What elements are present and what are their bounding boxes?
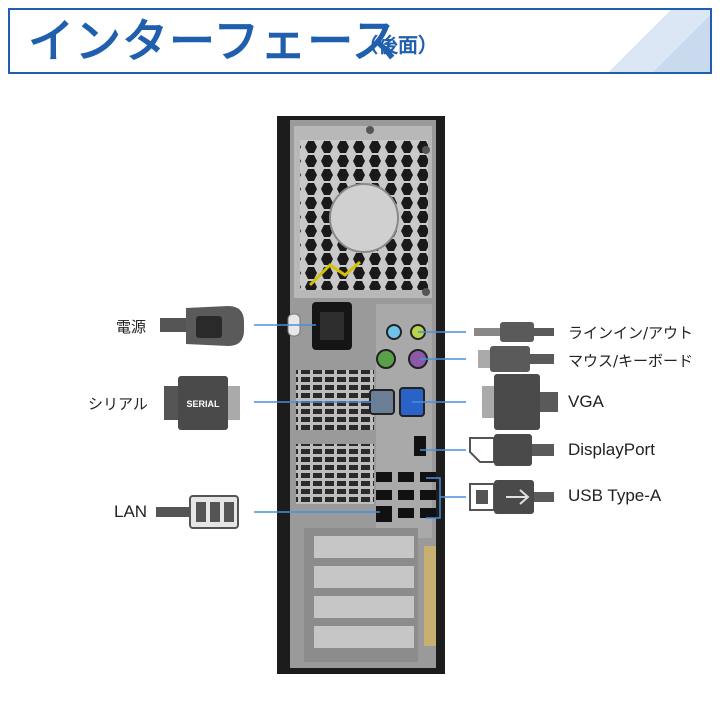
lan-port (376, 506, 392, 522)
label-usb: USB Type-A (568, 486, 662, 505)
power-plug-icon (160, 306, 244, 346)
title-decoration (600, 10, 710, 72)
serial-plug-icon: SERIAL (164, 376, 240, 430)
label-displayport: DisplayPort (568, 440, 655, 459)
ps2-mouse-port (376, 349, 396, 369)
pc-rear-panel (277, 116, 445, 674)
vga-plug-icon (482, 374, 558, 430)
label-serial: シリアル (88, 395, 148, 413)
screw (422, 288, 430, 296)
leader-lines (254, 324, 466, 519)
leader-line-usb-bracket (426, 477, 441, 519)
label-power: 電源 (116, 318, 147, 336)
cable (308, 260, 361, 287)
expansion-slots (304, 528, 436, 662)
page-title: インターフェース (28, 14, 399, 68)
title-bar: インターフェース （後面） (8, 8, 712, 74)
power-socket-inner (320, 312, 344, 340)
usb-plug-icon (469, 480, 554, 514)
label-audio: ラインイン/アウト (568, 324, 694, 342)
screw (366, 126, 374, 134)
displayport-port (414, 436, 426, 456)
psu-fan-hub (329, 183, 399, 253)
serial-plug-text: SERIAL (186, 399, 220, 409)
lan-plug-icon (156, 495, 239, 529)
displayport-plug-icon (469, 434, 554, 466)
io-shield (376, 304, 432, 538)
label-vga: VGA (568, 392, 604, 411)
screw (422, 146, 430, 154)
usb-ports (376, 472, 436, 518)
label-lan: LAN (114, 502, 148, 521)
serial-port (369, 389, 395, 415)
ps2-plug-icon (478, 346, 554, 372)
side-vent (296, 444, 374, 504)
page-subtitle: （後面） (358, 33, 438, 57)
audio-plug-icon (474, 322, 554, 342)
label-ps2: マウス/キーボード (568, 352, 694, 370)
line-in-jack (386, 324, 402, 340)
side-vent (296, 370, 374, 430)
